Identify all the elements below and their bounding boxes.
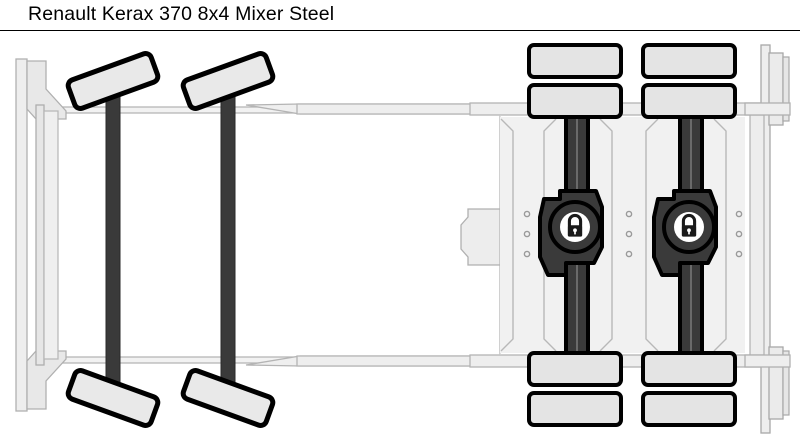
front-axle-1-beam [105, 84, 121, 386]
front-axle-1 [67, 52, 160, 427]
front-crossmember [35, 104, 45, 366]
page-header: Renault Kerax 370 8x4 Mixer Steel [0, 0, 800, 32]
diff-lock-icon-1 [558, 210, 592, 244]
rear-bracket-lower-tab [782, 350, 790, 416]
rear-crossmember-upper [744, 102, 791, 116]
front-gusset-upper [26, 60, 67, 120]
rivet-column-1 [523, 210, 531, 258]
diagram-container [0, 31, 800, 448]
rear-axle-1-tire-top-inner [527, 83, 623, 119]
rear-end-assembly [744, 44, 791, 434]
rear-axle-1-tire-bottom-inner [527, 351, 623, 387]
rear-axle-2-tire-top-inner [641, 83, 737, 119]
front-axle-2-beam [220, 84, 236, 386]
rear-crossmember-lower [744, 354, 791, 368]
rivet-column-3 [735, 210, 743, 258]
chamfer-line-3 [599, 118, 613, 352]
rear-axle-1-tire-top-outer [527, 43, 623, 79]
front-gusset-lower [26, 350, 67, 410]
chamfer-line-1 [500, 118, 514, 352]
rear-axle-2-tire-bottom-outer [641, 391, 737, 427]
rear-axle-2-tire-top-outer [641, 43, 737, 79]
rear-axle-1-tire-bottom-outer [527, 391, 623, 427]
front-bumper-assembly [15, 58, 67, 412]
rivet-column-2 [625, 210, 633, 258]
rear-bracket-upper-tab [782, 56, 790, 122]
page-title: Renault Kerax 370 8x4 Mixer Steel [28, 3, 335, 25]
truck-chassis-diagram [15, 43, 791, 434]
rear-inner-column [749, 114, 765, 356]
front-crossmember-inner [43, 110, 59, 360]
rear-axle-2 [641, 43, 737, 427]
chamfer-line-4 [645, 118, 659, 352]
front-plate [15, 58, 28, 412]
front-axle-2 [182, 52, 275, 427]
diff-lock-icon-2 [672, 210, 706, 244]
chamfer-line-5 [713, 118, 727, 352]
rear-axle-2-tire-bottom-inner [641, 351, 737, 387]
rear-frame-structure [469, 102, 771, 368]
padlock-icon [558, 210, 592, 244]
rear-axle-1 [527, 43, 623, 427]
padlock-icon [672, 210, 706, 244]
